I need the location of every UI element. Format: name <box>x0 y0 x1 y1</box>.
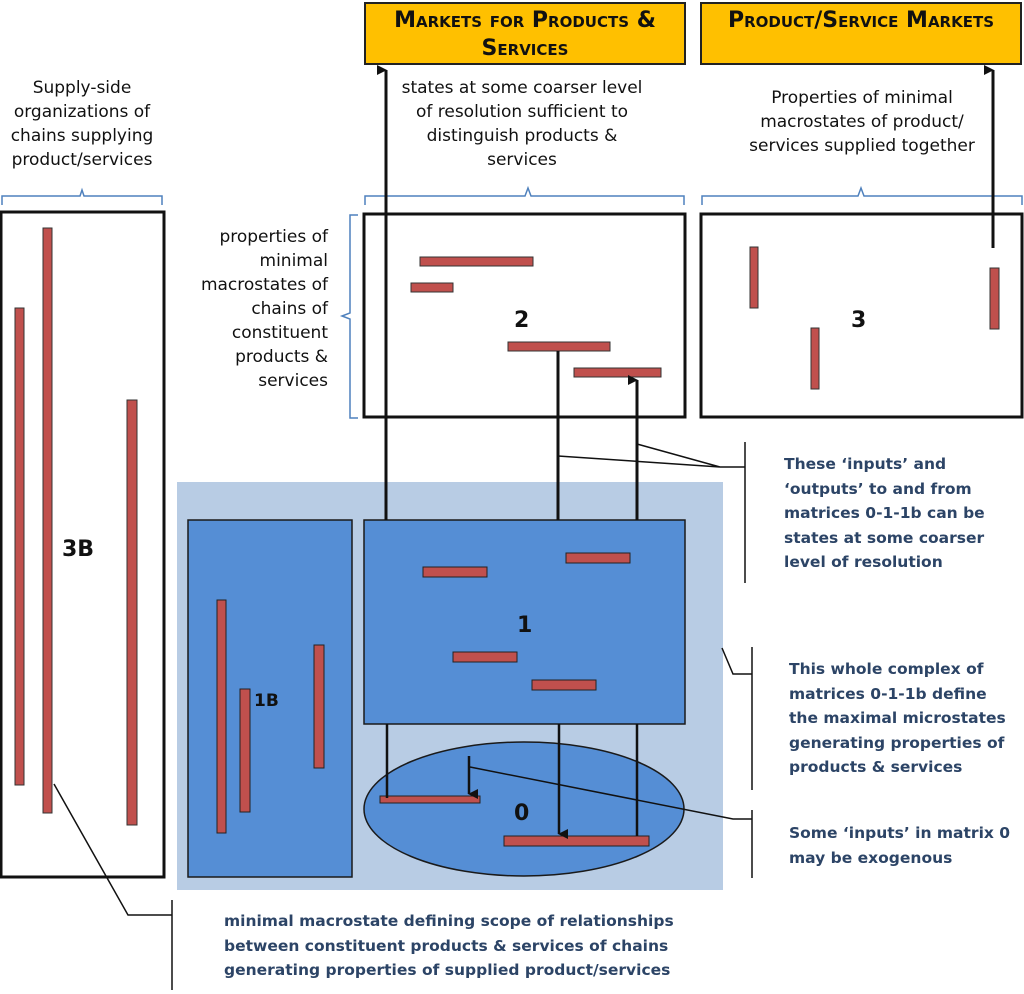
header-markets-for-products-services: Markets for Products & Services <box>364 2 686 65</box>
element-bar <box>452 651 518 663</box>
matrix-3b-label: 3B <box>62 537 94 562</box>
element-bar <box>216 599 227 834</box>
element-bar <box>313 644 325 769</box>
element-bar <box>126 399 138 826</box>
note-inputs-outputs: These ‘inputs’ and ‘outputs’ to and from… <box>784 455 985 571</box>
element-bar <box>379 795 481 804</box>
element-bar <box>531 679 597 691</box>
matrix-3-label: 3 <box>851 308 866 333</box>
brace-supply-side <box>1 187 163 205</box>
element-bar <box>573 367 662 378</box>
element-bar <box>422 566 488 578</box>
matrix-1b-box <box>187 519 353 878</box>
brace-matrix-3-top <box>701 185 1023 205</box>
label-properties-chains: properties of minimal macrostates of cha… <box>200 227 328 391</box>
label-coarser-states: states at some coarser level of resoluti… <box>401 78 643 170</box>
element-bar <box>989 267 1000 330</box>
element-bar <box>810 327 820 390</box>
matrix-1-label: 1 <box>517 613 532 638</box>
brace-matrix-2-top <box>364 185 685 205</box>
element-bar <box>410 282 454 293</box>
element-bar <box>565 552 631 564</box>
element-bar <box>239 688 251 813</box>
element-bar <box>42 227 53 814</box>
note-minimal-macrostate: minimal macrostate defining scope of rel… <box>224 912 674 979</box>
element-bar <box>503 835 650 847</box>
element-bar <box>419 256 534 267</box>
callout-inputs-outputs <box>557 442 746 583</box>
note-exogenous: Some ‘inputs’ in matrix 0 may be exogeno… <box>789 824 1011 867</box>
matrix-0-label: 0 <box>514 801 529 826</box>
callout-minimal-macrostate <box>53 783 173 990</box>
note-whole-complex: This whole complex of matrices 0-1-1b de… <box>789 660 1006 776</box>
callout-exogenous <box>469 766 753 878</box>
label-supply-side: Supply-side organizations of chains supp… <box>10 78 154 170</box>
header-product-service-markets: Product/Service Markets <box>700 2 1022 65</box>
matrix-2-label: 2 <box>514 308 529 333</box>
label-properties-supplied-together: Properties of minimal macrostates of pro… <box>749 88 975 156</box>
element-bar <box>14 307 25 786</box>
matrix-1-box <box>363 519 686 725</box>
element-bar <box>507 341 611 352</box>
brace-matrix-2-left <box>339 214 358 419</box>
callout-whole-complex <box>721 647 753 790</box>
matrix-1b-label: 1B <box>254 691 279 711</box>
element-bar <box>749 246 759 309</box>
